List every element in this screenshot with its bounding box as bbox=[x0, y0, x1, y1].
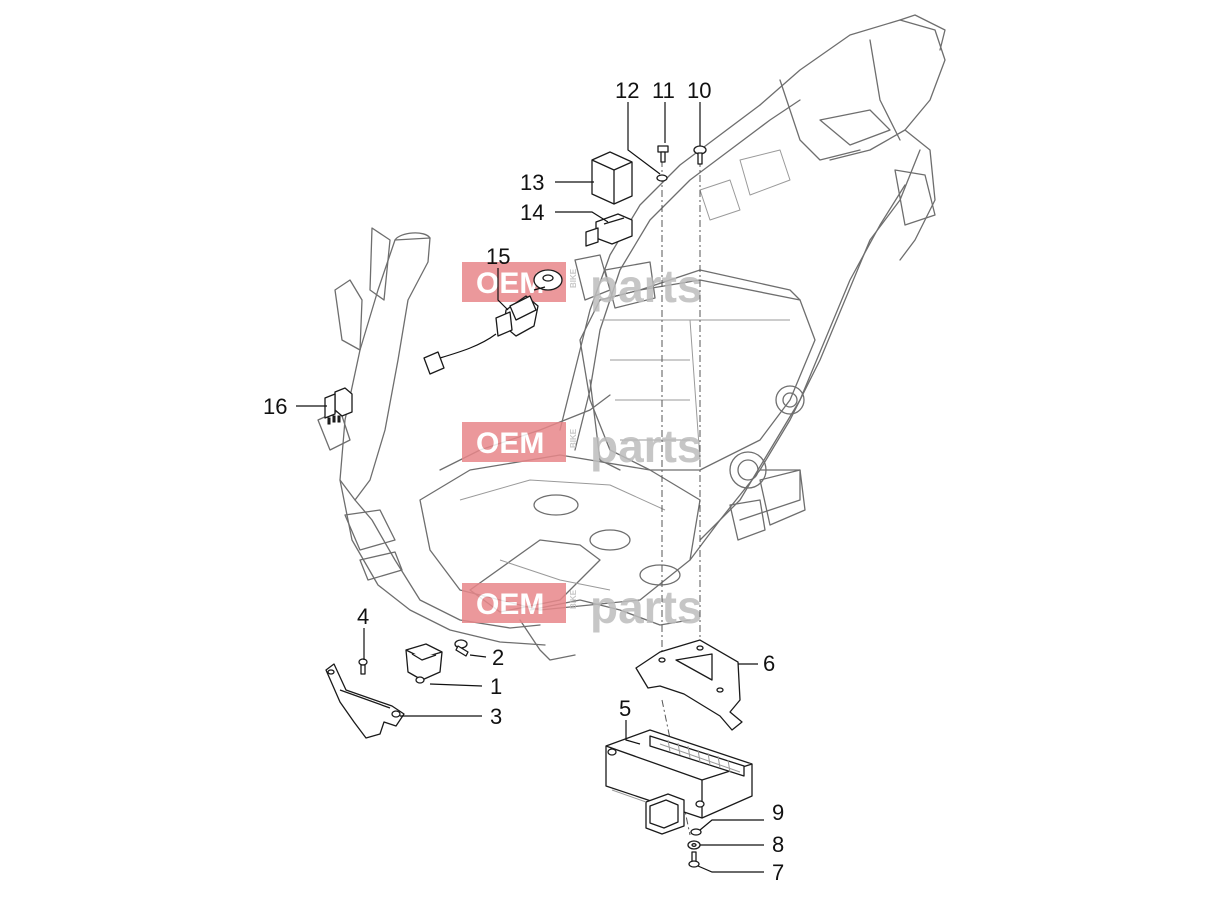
callout-16: 16 bbox=[263, 394, 287, 419]
callout-1: 1 bbox=[490, 674, 502, 699]
watermark-bike-text: BIKE bbox=[569, 268, 578, 288]
watermark-top: OEM BIKE parts bbox=[462, 260, 702, 312]
part-15-power-socket[interactable] bbox=[423, 269, 563, 375]
callout-6: 6 bbox=[763, 651, 775, 676]
watermark-bike-text: BIKE bbox=[569, 589, 578, 609]
part-14-relay-holder[interactable] bbox=[585, 213, 633, 247]
part-9-washer[interactable] bbox=[690, 828, 702, 836]
watermark-middle: OEM BIKE parts bbox=[462, 420, 702, 472]
part-6-bracket[interactable] bbox=[635, 639, 743, 731]
watermark-parts-text: parts bbox=[590, 581, 702, 633]
part-13-relay[interactable] bbox=[591, 151, 633, 205]
part-12-washer[interactable] bbox=[656, 174, 668, 182]
watermark-bike-text: BIKE bbox=[569, 428, 578, 448]
callout-15: 15 bbox=[486, 244, 510, 269]
callout-7: 7 bbox=[772, 860, 784, 885]
part-8-washer-hole bbox=[691, 843, 697, 847]
part-5-ecu[interactable] bbox=[605, 729, 753, 835]
callout-8: 8 bbox=[772, 832, 784, 857]
leader-lines bbox=[296, 102, 764, 873]
part-1-sensor[interactable] bbox=[405, 643, 443, 684]
callout-10: 10 bbox=[687, 78, 711, 103]
watermark-parts-text: parts bbox=[590, 260, 702, 312]
callout-13: 13 bbox=[520, 170, 544, 195]
watermark-oem-text: OEM bbox=[476, 267, 544, 300]
watermark-bottom: OEM BIKE parts bbox=[462, 581, 702, 633]
watermark-oem-text: OEM bbox=[476, 427, 544, 460]
callout-9: 9 bbox=[772, 800, 784, 825]
part-7-bolt[interactable] bbox=[688, 851, 700, 868]
callout-12: 12 bbox=[615, 78, 639, 103]
callout-2: 2 bbox=[492, 645, 504, 670]
part-3-bracket[interactable] bbox=[325, 663, 405, 739]
part-16-relay[interactable] bbox=[324, 387, 353, 425]
callout-3: 3 bbox=[490, 704, 502, 729]
callout-11: 11 bbox=[652, 78, 675, 103]
callout-14: 14 bbox=[520, 200, 544, 225]
scooter-frame bbox=[317, 14, 946, 661]
part-10-screw[interactable] bbox=[693, 145, 707, 165]
watermark-oem-text: OEM bbox=[476, 588, 544, 621]
callout-labels: 12 11 10 13 14 15 16 4 2 1 3 6 5 9 8 7 bbox=[263, 78, 784, 885]
part-4-screw[interactable] bbox=[358, 658, 368, 675]
watermark-parts-text: parts bbox=[590, 420, 702, 472]
part-2-bolt[interactable] bbox=[454, 639, 469, 657]
part-11-screw[interactable] bbox=[657, 145, 669, 163]
callout-4: 4 bbox=[357, 604, 369, 629]
callout-5: 5 bbox=[619, 696, 631, 721]
